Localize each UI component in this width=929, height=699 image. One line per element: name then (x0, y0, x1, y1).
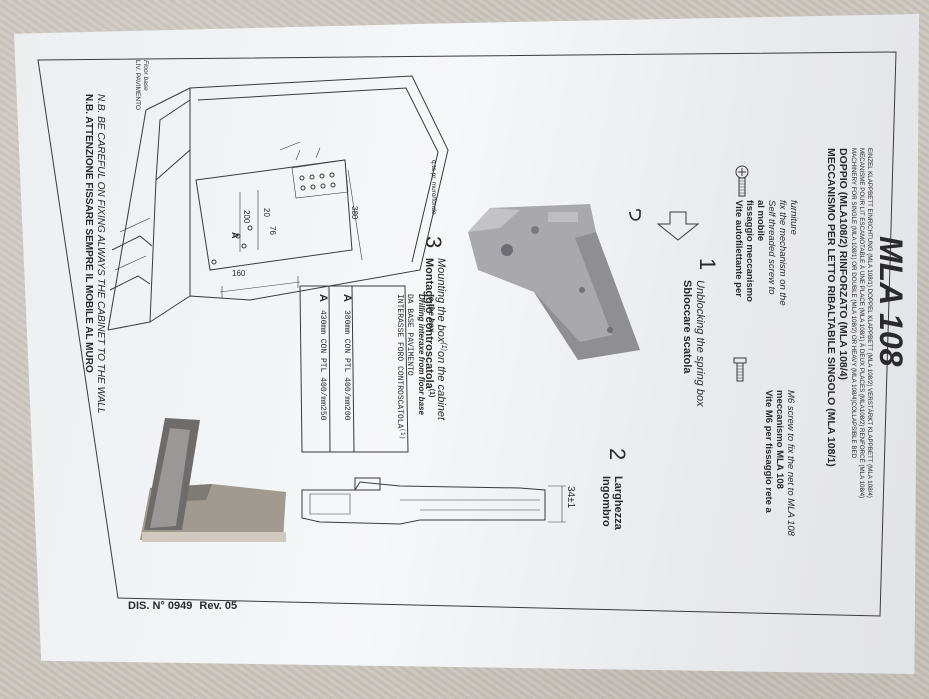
warning-it: N.B. ATTENZIONE FISSARE SEMPRE IL MOBILE… (83, 94, 94, 373)
left-screw-it-2: fissaggio meccanismo (744, 200, 755, 302)
step-2-en: Larghezza (612, 476, 624, 531)
height-letter-a: A (230, 232, 240, 239)
mounting-holes (211, 172, 336, 265)
right-screw-it-1: Vite M6 per fissaggio rete a (763, 390, 774, 514)
sheet-border (37, 51, 897, 617)
dim-160: 160 (232, 269, 246, 278)
step-2-number: 2 (605, 448, 630, 460)
left-screw-it-3: al mobile (755, 200, 766, 241)
dim-380: 380 (350, 206, 359, 220)
unlock-arrow-icon (656, 211, 700, 241)
warning-en: N.B. BE CAREFUL ON FIXING ALWAYS THE CAB… (95, 94, 106, 414)
table-header-3: Drilling interaxe from floor base (417, 294, 426, 415)
step-2-it: Ingombro (600, 476, 612, 527)
cabinet-drawing (107, 75, 449, 331)
hook-tool-icon (629, 209, 641, 221)
step-3-en: Mounting the box(1)on the cabinet (435, 258, 447, 421)
document-title: MLA 108 (873, 236, 909, 367)
width-dimension: 34±1 (565, 486, 576, 509)
bed-mechanism-photo (140, 418, 286, 542)
heading-line-2: DOPPIO (MLA108/2) RINFORZATO (MLA 108/4) (837, 148, 849, 380)
dim-76: 76 (268, 226, 277, 235)
heading-line-4: MECANISME POUR LIT ESCAMOTABLE À UNE PLA… (858, 148, 865, 498)
step-1-number: 1 (695, 258, 720, 270)
step-3-it: Montaggio controscatola(1) (423, 258, 435, 397)
left-screw-it-1: Vite autofilettante per (733, 200, 744, 297)
instruction-sheet (14, 14, 919, 674)
table-row-2-text: 430mm CON PTL 400/mm250 (318, 310, 327, 421)
floor-level-it: LIV. PAVIMENTO (134, 60, 141, 110)
drawing-number: DIS. N° 0949 Rev. 05 (128, 600, 237, 612)
dim-200: 200 (242, 210, 251, 224)
drilling-table (299, 285, 409, 453)
left-screw-en-3: furniture (788, 200, 799, 235)
table-header-1: INTERASSE FORO CONTROSCATOLA(1) (395, 294, 406, 439)
table-header-4: to the box (427, 294, 436, 333)
heading-line-1: MECCANISMO PER LETTO RIBALTABILE SINGOLO… (825, 148, 837, 467)
m6-screw-icon (733, 357, 747, 382)
table-row-2-mark: A (317, 294, 329, 302)
step-1-it: Sbloccare scatola (681, 280, 693, 374)
step-1-en: Unblocking the spring box (694, 280, 706, 407)
left-screw-en-1: Self threaded screw to (766, 200, 777, 295)
dim-20: 20 (262, 208, 271, 217)
width-profile-drawing (301, 477, 566, 525)
self-threaded-screw-icon (735, 165, 749, 197)
table-row-1-text: 380mm CON PTL 400/mm200 (342, 310, 351, 421)
step-3-number: 3 (421, 236, 446, 248)
right-screw-it-2: meccanismo MLA 108 (774, 390, 785, 489)
floor-level-en: Floor base (142, 60, 149, 91)
table-row-1-mark: A (341, 294, 353, 302)
heading-line-3: MACHINERY FOR SINGLE (MLA 108/1) OR DOUB… (850, 148, 857, 459)
left-screw-en-2: fix the mechanism on the (777, 200, 788, 306)
heading-line-5: EINZEL KLAPPBETT EINRICHTUNG (MLA 108/1)… (866, 148, 873, 498)
right-screw-en-1: M6 screw to fix the net to MLA 108 (785, 390, 796, 537)
quota-label: q.ta pr. muro/fondo (430, 160, 437, 215)
spring-box-photo (468, 204, 640, 360)
table-header-2: DA BASE PAVIMENTO (405, 294, 414, 376)
